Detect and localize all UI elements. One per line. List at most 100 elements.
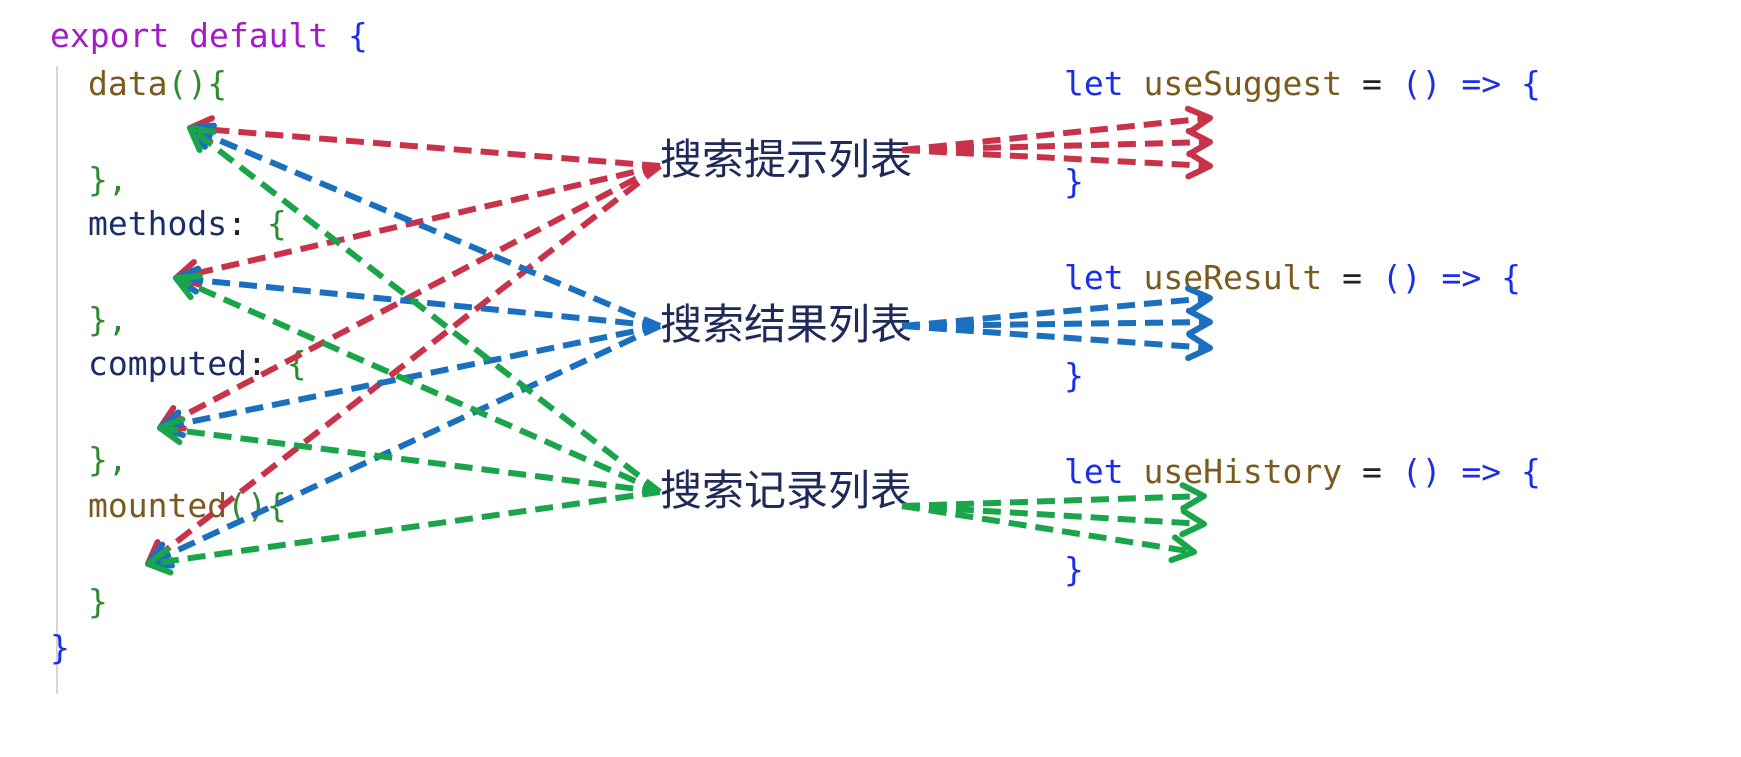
result-to-use-3-arrow-head [1185, 332, 1213, 361]
computed-line: computed: { [88, 344, 307, 384]
history-to-computed-arrow-head [157, 416, 186, 446]
result-to-use-3-arrow-shaft [901, 323, 1211, 351]
suggest-to-use-3-arrow-head [1185, 150, 1213, 180]
use-suggest-line: let useSuggest = () => { [1064, 64, 1541, 104]
use-history-line: let useHistory = () => { [1064, 452, 1541, 492]
result-to-use-1-arrow-shaft [901, 295, 1211, 329]
suggest-to-use-2-arrow-head [1185, 128, 1213, 158]
use-history-equals: = [1362, 452, 1382, 491]
history-to-computed-arrow [157, 416, 661, 495]
suggest-to-use-1-arrow [901, 105, 1213, 153]
use-history-parens: () [1401, 452, 1442, 491]
methods-line: methods: { [88, 204, 287, 244]
history-to-methods-arrow [173, 272, 662, 495]
history-to-methods-arrow-head [173, 272, 203, 301]
result-to-use-2-arrow-shaft [901, 319, 1211, 329]
data-line: data(){ [88, 64, 227, 104]
feature-suggest-label: 搜索提示列表 [660, 135, 913, 184]
feature-history-label: 搜索记录列表 [660, 466, 913, 515]
use-result-name: useResult [1143, 258, 1323, 297]
computed-key: computed [88, 344, 247, 383]
history-to-data-arrow-shaft [188, 125, 662, 495]
use-suggest-open-brace: { [1521, 64, 1541, 103]
history-to-use-3-arrow [901, 503, 1197, 564]
suggest-to-computed-arrow [157, 163, 662, 432]
use-history-arrow: => [1461, 452, 1502, 491]
suggest-to-use-1-arrow-shaft [901, 115, 1211, 153]
suggest-to-use-3-arrow [901, 147, 1213, 180]
history-to-use-2-arrow-shaft [901, 503, 1205, 527]
export-keyword: export [50, 16, 170, 55]
mounted-close-brace: } [88, 582, 108, 621]
history-to-data-arrow [187, 125, 662, 495]
methods-open-brace: { [266, 204, 287, 243]
use-suggest-close-brace: } [1064, 162, 1084, 201]
indent-guide [56, 66, 58, 694]
use-suggest-name: useSuggest [1143, 64, 1343, 103]
history-to-use-1-arrow-head [1179, 482, 1207, 512]
history-to-use-2-arrow [901, 503, 1207, 538]
suggest-to-use-2-arrow-shaft [901, 139, 1211, 153]
use-history-close-brace: } [1064, 550, 1084, 589]
use-result-equals: = [1342, 258, 1363, 297]
export-open-brace: { [348, 16, 368, 55]
history-to-computed-arrow-shaft [159, 425, 661, 495]
use-result-close-brace: } [1064, 356, 1084, 395]
result-to-use-2-arrow-head [1185, 307, 1213, 337]
history-to-methods-arrow-shaft [174, 275, 662, 495]
default-keyword: default [189, 16, 329, 55]
mounted-open-brace: { [266, 486, 287, 525]
history-to-use-3-arrow-shaft [901, 503, 1195, 555]
use-result-close-line: } [1064, 356, 1084, 396]
methods-close-brace: }, [88, 300, 128, 339]
history-to-mounted-arrow-head [145, 546, 174, 576]
suggest-to-use-3-arrow-shaft [901, 147, 1211, 169]
computed-close-brace: }, [88, 440, 128, 479]
use-result-parens: () [1381, 258, 1422, 297]
suggest-to-mounted-arrow-shaft [146, 163, 662, 567]
history-to-use-3-arrow-head [1168, 534, 1197, 564]
history-to-data-arrow-head [187, 125, 217, 153]
result-to-data-arrow [187, 122, 662, 329]
use-history-let: let [1064, 452, 1124, 491]
export-close-brace: } [50, 628, 70, 667]
export-close-line: } [50, 628, 70, 668]
data-close-brace: }, [88, 160, 128, 199]
mounted-close-line: } [88, 582, 108, 622]
history-to-use-1-arrow-shaft [901, 493, 1205, 509]
use-suggest-arrow: => [1461, 64, 1502, 103]
data-close-line: }, [88, 160, 128, 200]
feature-result-label: 搜索结果列表 [660, 300, 913, 349]
mounted-parens: () [227, 486, 267, 525]
result-to-data-arrow-shaft [188, 125, 662, 329]
history-to-use-2-arrow-head [1179, 508, 1207, 538]
result-to-use-2-arrow [901, 307, 1213, 337]
result-to-methods-arrow [173, 265, 661, 329]
suggest-to-computed-arrow-shaft [158, 163, 662, 431]
result-to-use-3-arrow [901, 323, 1213, 361]
data-open-brace: { [207, 64, 228, 103]
use-history-close-line: } [1064, 550, 1084, 590]
suggest-to-methods-arrow-shaft [175, 163, 661, 281]
use-history-open-brace: { [1521, 452, 1541, 491]
use-suggest-parens: () [1401, 64, 1442, 103]
use-result-arrow: => [1441, 258, 1482, 297]
history-to-use-1-arrow [901, 482, 1207, 512]
computed-open-brace: { [286, 344, 307, 383]
use-result-let: let [1064, 258, 1124, 297]
result-to-computed-arrow-shaft [159, 323, 661, 431]
use-suggest-let: let [1064, 64, 1124, 103]
use-suggest-equals: = [1362, 64, 1382, 103]
methods-colon: : [227, 204, 247, 243]
methods-close-line: }, [88, 300, 128, 340]
history-to-mounted-arrow [145, 489, 661, 576]
data-parens: () [167, 64, 208, 103]
history-to-mounted-arrow-shaft [147, 489, 661, 567]
suggest-to-use-2-arrow [901, 128, 1213, 158]
result-to-use-1-arrow-head [1184, 285, 1213, 315]
computed-close-line: }, [88, 440, 128, 480]
export-default-line: export default { [50, 16, 368, 56]
suggest-to-use-1-arrow-head [1184, 105, 1213, 135]
methods-key: methods [88, 204, 228, 243]
